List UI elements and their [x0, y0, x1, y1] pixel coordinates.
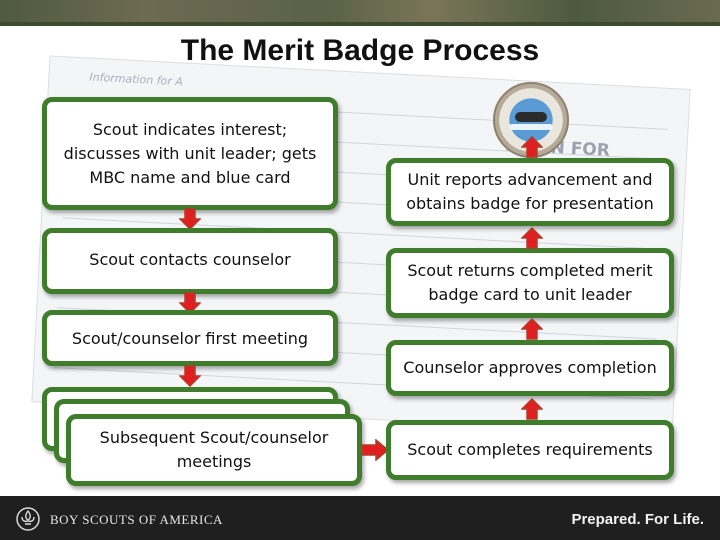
- step-scout-contacts-counselor: Scout contacts counselor: [42, 228, 338, 294]
- background-card-header: Information for A: [89, 71, 183, 89]
- footer-org-name: BOY SCOUTS OF AMERICA: [50, 512, 223, 528]
- arrow-down-icon: [179, 208, 201, 230]
- slide-title: The Merit Badge Process: [0, 34, 720, 68]
- step-first-meeting: Scout/counselor first meeting: [42, 310, 338, 366]
- arrow-right-icon: [361, 439, 389, 461]
- arrow-up-icon: [521, 136, 543, 158]
- step-scout-completes-requirements: Scout completes requirements: [386, 420, 674, 480]
- fleur-de-lis-icon: [16, 507, 40, 531]
- top-decor-band: [0, 0, 720, 26]
- footer-motto: Prepared. For Life.: [571, 511, 704, 528]
- arrow-up-icon: [521, 318, 543, 340]
- arrow-up-icon: [521, 227, 543, 249]
- step-counselor-approves: Counselor approves completion: [386, 340, 674, 396]
- step-subsequent-meetings: Subsequent Scout/counselor meetings: [66, 414, 362, 486]
- step-unit-reports-advancement: Unit reports advancement and obtains bad…: [386, 158, 674, 226]
- step-scout-indicates-interest: Scout indicates interest; discusses with…: [42, 97, 338, 210]
- step-scout-returns-card: Scout returns completed merit badge card…: [386, 248, 674, 318]
- arrow-down-icon: [179, 365, 201, 387]
- arrow-up-icon: [521, 398, 543, 420]
